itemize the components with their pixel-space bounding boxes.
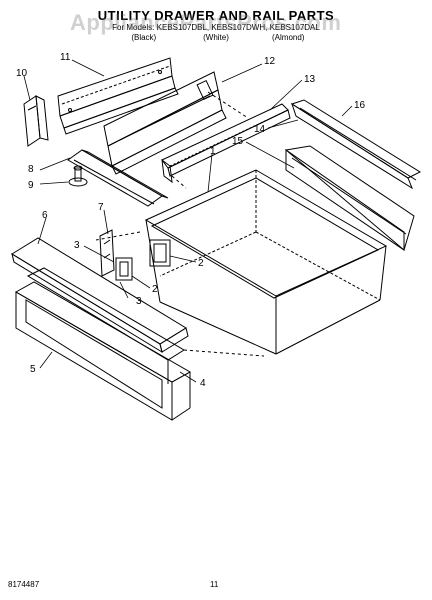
part-front-frame-4 [26,267,185,384]
part-front-panel-5 [14,281,192,421]
part-side-panel-15 [284,145,415,251]
callout-2a: 2 [198,258,204,269]
color-row: (Black) (White) (Almond) [0,33,432,42]
callout-14: 14 [254,124,266,135]
callout-12: 12 [264,56,276,67]
part-upper-trim-6 [11,237,189,354]
callout-7: 7 [98,202,104,213]
color-black: (Black) [131,33,157,42]
part-slide-rail-13 [161,103,291,184]
callout-13: 13 [304,74,316,85]
part-rear-panel-11 [57,57,179,135]
part-leveling-foot-9 [68,165,88,187]
page-number: 11 [210,580,219,589]
part-bracket-10 [23,95,49,147]
leader-lines [23,59,353,383]
part-hinge-block-2 [115,239,171,281]
part-drawer-body-1 [144,169,388,355]
color-white: (White) [203,33,229,42]
callout-3a: 3 [74,240,80,251]
callout-3b: 3 [136,296,142,307]
watermark: AppliancePartsPros.com [70,10,342,35]
callout-5: 5 [30,364,36,375]
callout-4: 4 [200,378,206,389]
callout-6: 6 [42,210,48,221]
part-side-trim-16 [290,99,422,190]
page-title: UTILITY DRAWER AND RAIL PARTS [97,8,335,23]
callout-2b: 2 [152,284,158,295]
part-base-channel-8 [67,149,169,207]
callout-10: 10 [16,68,28,79]
model-list: For Models: KEBS107DBL, KEBS107DWH, KEBS… [112,23,320,32]
part-rail-bracket-12 [103,71,227,175]
assembly-lines [95,91,265,357]
callout-11: 11 [60,52,71,63]
color-almond: (Almond) [272,33,305,42]
callout-15: 15 [232,136,244,147]
callout-9: 9 [28,180,34,191]
callout-8: 8 [28,164,34,175]
document-number: 8174487 [8,580,40,589]
part-front-bracket-7 [99,229,115,277]
callout-1: 1 [210,146,216,157]
callout-16: 16 [354,100,366,111]
